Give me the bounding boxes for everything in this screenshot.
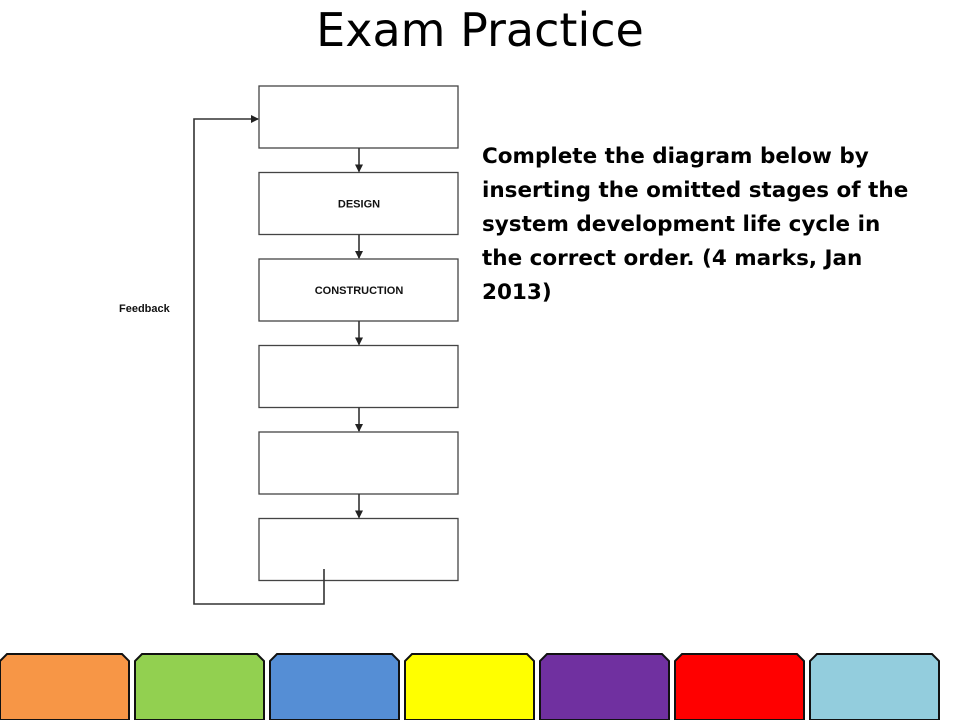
slide-title: Exam Practice (316, 3, 644, 57)
color-tab-4[interactable] (404, 653, 535, 720)
stage-box-6 (258, 517, 459, 582)
color-tab-7[interactable] (809, 653, 940, 720)
color-tab-2[interactable] (134, 653, 265, 720)
feedback-label: Feedback (119, 303, 171, 315)
stage-label-3: CONSTRUCTION (315, 285, 404, 297)
feedback-loop-line (193, 115, 325, 605)
color-tab-5[interactable] (539, 653, 670, 720)
stage-box-4 (258, 344, 459, 409)
color-tab-6[interactable] (674, 653, 805, 720)
stage-label-2: DESIGN (338, 199, 380, 211)
question-text: Complete the diagram below by inserting … (482, 144, 909, 305)
color-tab-3[interactable] (269, 653, 400, 720)
stage-box-5 (258, 431, 459, 495)
stage-box-1 (258, 85, 459, 149)
stage-box-2 (258, 171, 459, 236)
color-tab-1[interactable] (0, 653, 130, 720)
